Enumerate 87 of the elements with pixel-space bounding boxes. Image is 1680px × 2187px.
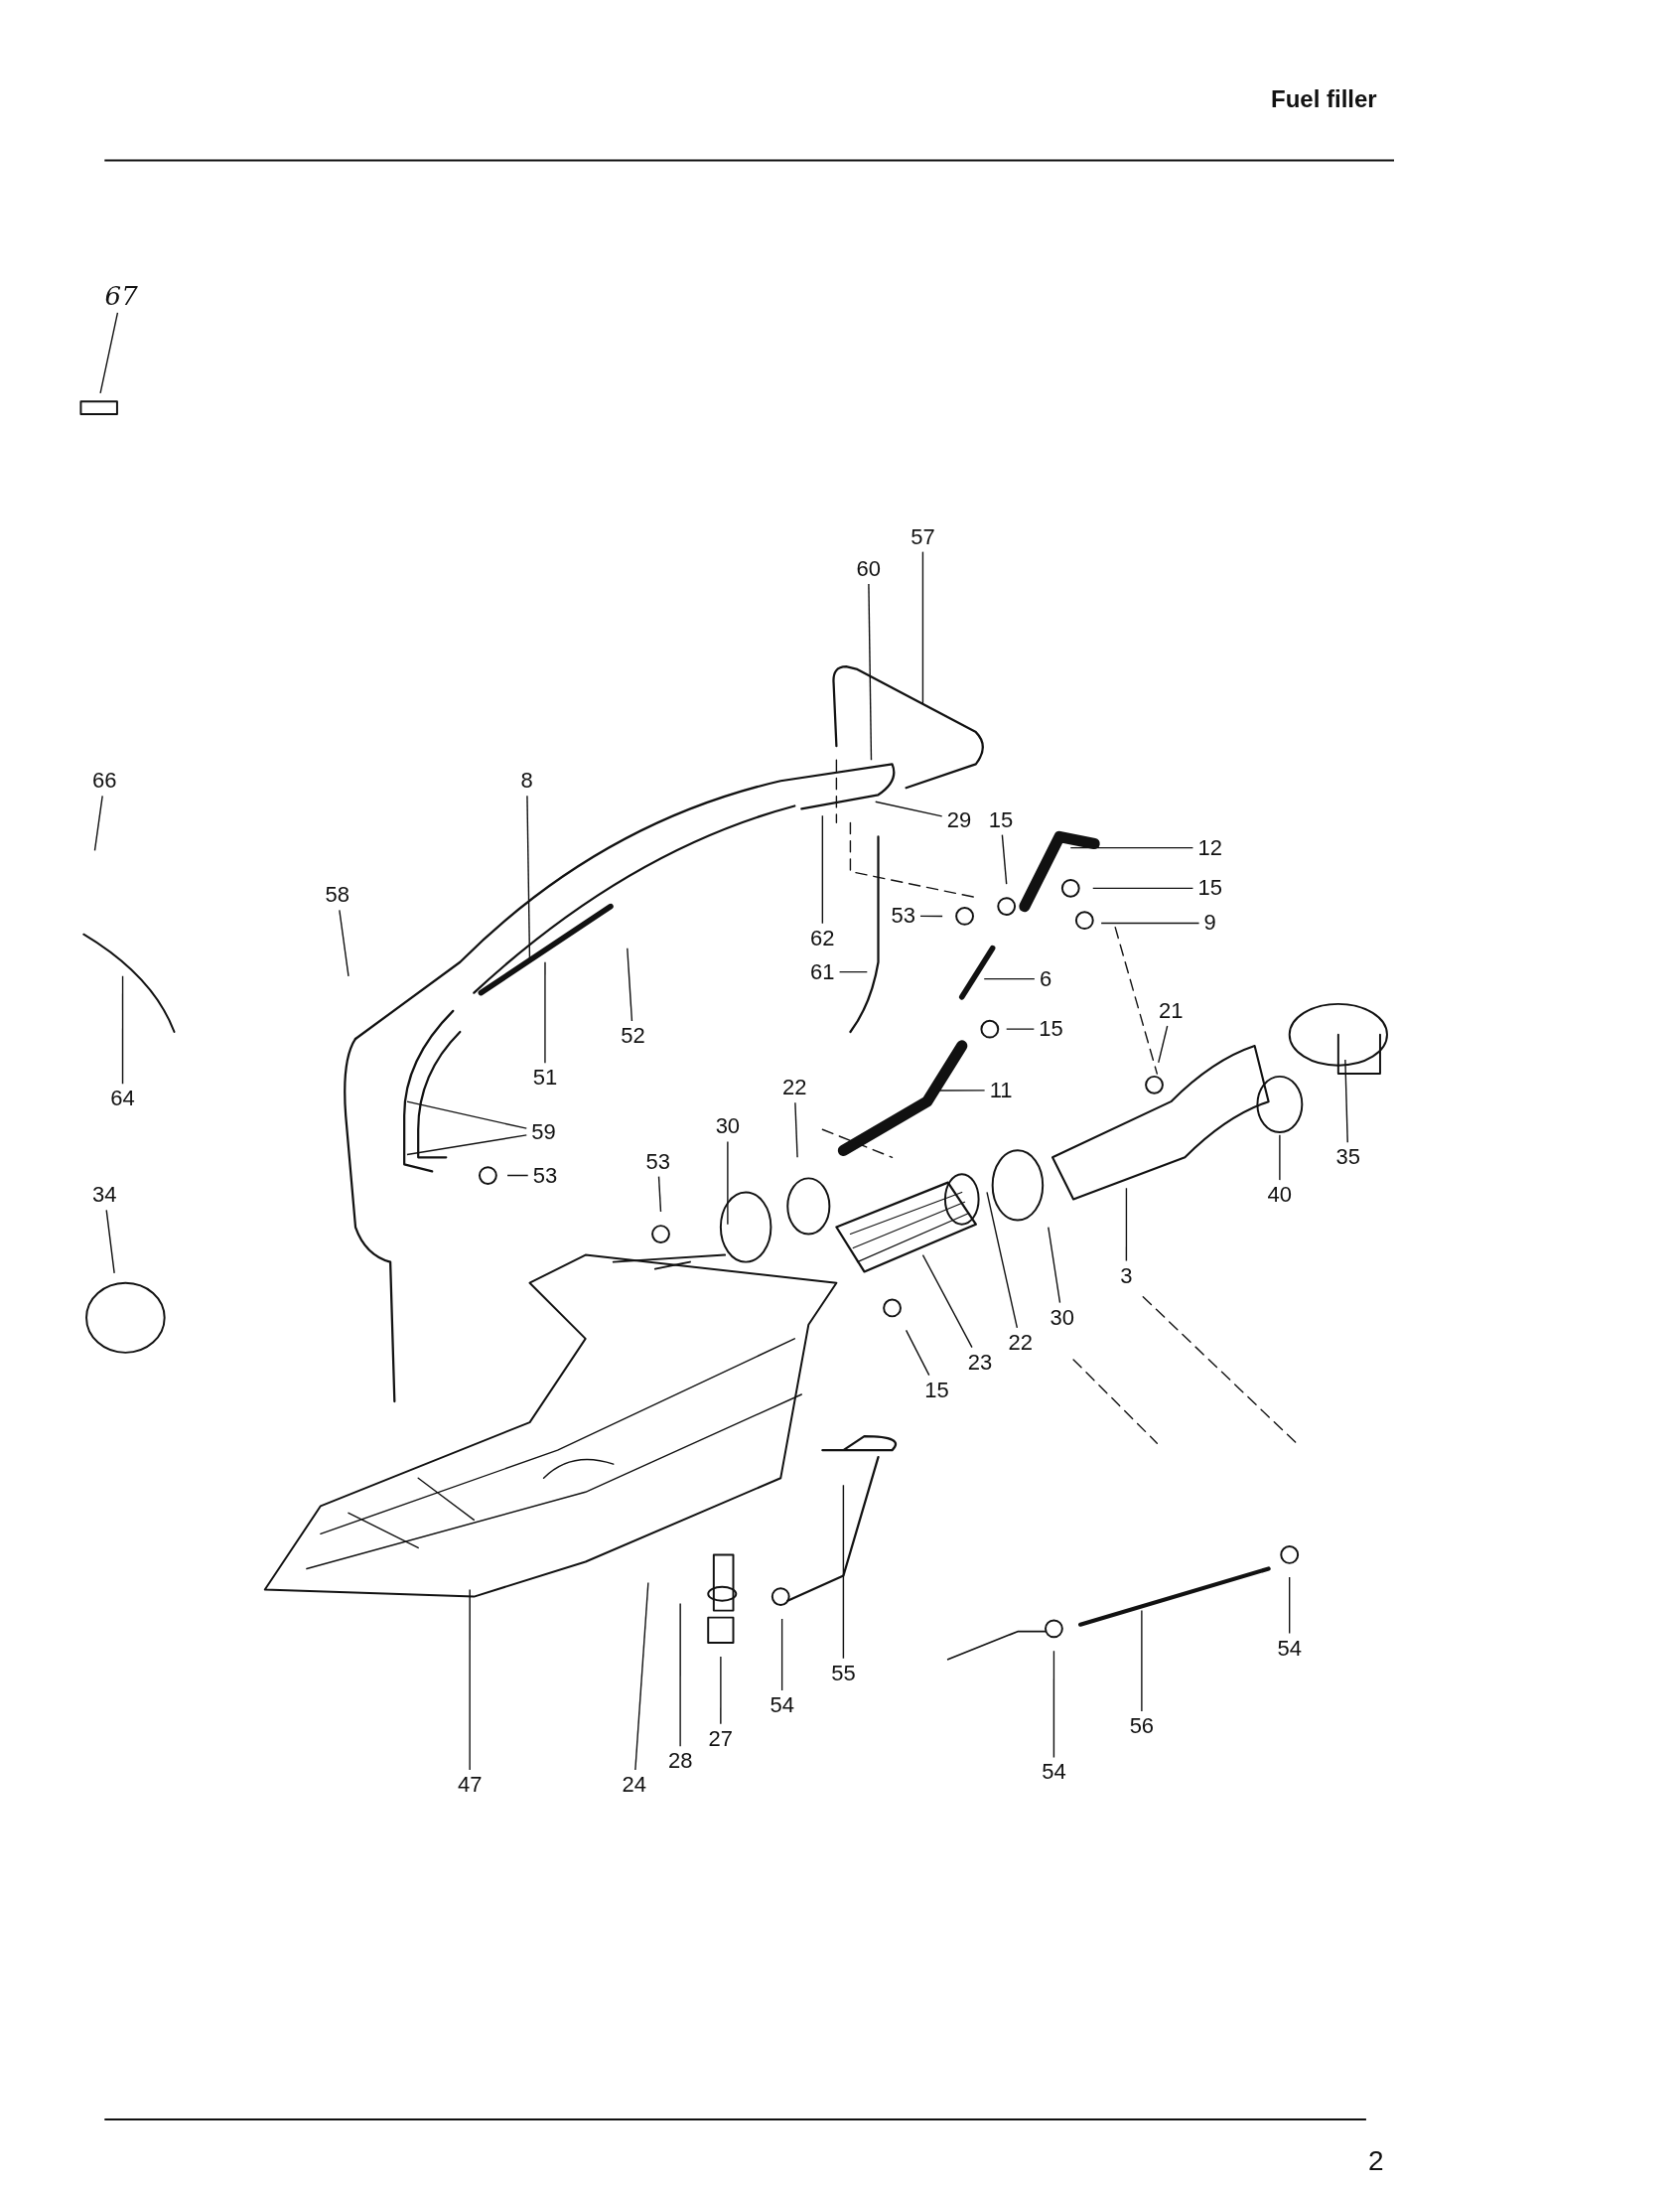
callout-number: 51 — [529, 1065, 561, 1092]
callout-number: 56 — [1126, 1713, 1158, 1740]
callout-number: 21 — [1156, 997, 1187, 1024]
callout-number: 22 — [779, 1075, 810, 1101]
leader-line — [1052, 1650, 1055, 1759]
callout-number: 8 — [517, 768, 536, 795]
callout-number: 61 — [807, 958, 838, 985]
callout-number: 22 — [1005, 1329, 1036, 1357]
leader-line — [105, 1209, 115, 1274]
page-title: Fuel filler — [1271, 85, 1377, 113]
callout-number: 11 — [986, 1077, 1016, 1103]
callout-number: 53 — [529, 1162, 561, 1189]
callout-number: 30 — [1047, 1304, 1078, 1331]
callout-number: 52 — [618, 1023, 648, 1050]
leader-line — [821, 814, 824, 925]
callout-number: 54 — [767, 1692, 797, 1719]
leader-line — [121, 975, 124, 1085]
callout-number: 53 — [642, 1148, 673, 1175]
page-number: 2 — [1368, 2145, 1384, 2177]
callout-number: 40 — [1264, 1182, 1296, 1209]
callout-number: 29 — [943, 806, 975, 833]
leader-line — [921, 550, 924, 705]
callout-number: 62 — [807, 925, 838, 951]
callout-number: 57 — [908, 523, 938, 550]
callout-number: 35 — [1332, 1144, 1363, 1171]
callout-number: 67 — [101, 280, 141, 311]
callout-number: 9 — [1200, 910, 1219, 937]
callout-number: 15 — [1036, 1016, 1066, 1043]
callout-number: 28 — [664, 1748, 696, 1775]
leader-line — [544, 961, 546, 1064]
leader-line — [506, 1174, 529, 1177]
leader-line — [99, 312, 119, 394]
leader-line — [627, 948, 633, 1022]
leader-line — [842, 1484, 845, 1660]
leader-line — [1001, 833, 1008, 885]
leader-line — [868, 583, 873, 761]
callout-number: 30 — [712, 1113, 744, 1140]
leader-line — [1289, 1576, 1291, 1635]
leader-line — [339, 909, 350, 977]
leader-line — [1344, 1059, 1348, 1143]
callout-number: 23 — [964, 1349, 996, 1376]
leader-line — [657, 1175, 662, 1213]
callout-number: 24 — [619, 1772, 650, 1799]
leader-line — [780, 1618, 783, 1691]
callout-number: 34 — [89, 1182, 120, 1209]
leader-line — [986, 1191, 1019, 1329]
leader-line — [1279, 1134, 1281, 1181]
leader-line — [1069, 846, 1194, 849]
callout-number: 53 — [888, 903, 918, 930]
leader-line — [919, 915, 943, 918]
leader-line — [720, 1656, 722, 1725]
callout-number: 59 — [528, 1118, 559, 1146]
leader-line — [727, 1140, 729, 1226]
leader-line — [1092, 887, 1194, 890]
leader-line — [983, 977, 1036, 980]
leader-line — [875, 801, 943, 817]
leader-line — [634, 1581, 649, 1771]
callout-number: 60 — [853, 555, 884, 582]
leader-line — [1048, 1226, 1061, 1304]
leader-line — [905, 1329, 930, 1377]
leader-line — [93, 795, 103, 852]
callout-number: 66 — [89, 768, 120, 795]
callout-number: 54 — [1039, 1759, 1069, 1786]
callout-number: 47 — [454, 1772, 486, 1799]
leader-line — [1006, 1028, 1036, 1030]
leader-line — [406, 1134, 527, 1156]
callout-number: 15 — [985, 806, 1017, 833]
callout-number: 6 — [1036, 965, 1055, 992]
leader-line — [469, 1588, 471, 1771]
leader-line — [1141, 1609, 1143, 1712]
leader-line — [679, 1602, 681, 1747]
leader-line — [406, 1100, 527, 1129]
leader-line — [1125, 1187, 1128, 1262]
callout-number: 27 — [705, 1725, 737, 1752]
callout-number: 15 — [921, 1377, 952, 1403]
leader-line — [1100, 922, 1200, 925]
callout-number: 58 — [322, 882, 352, 909]
callout-number: 55 — [828, 1660, 859, 1686]
callout-number: 12 — [1194, 834, 1225, 861]
callout-number: 64 — [107, 1086, 138, 1112]
callout-number: 15 — [1194, 875, 1225, 902]
leader-line — [1158, 1025, 1169, 1064]
callout-number: 54 — [1274, 1635, 1305, 1662]
leader-line — [838, 970, 868, 973]
callout-number: 3 — [1117, 1262, 1136, 1289]
leader-line — [921, 1253, 973, 1349]
leader-line — [794, 1101, 798, 1158]
